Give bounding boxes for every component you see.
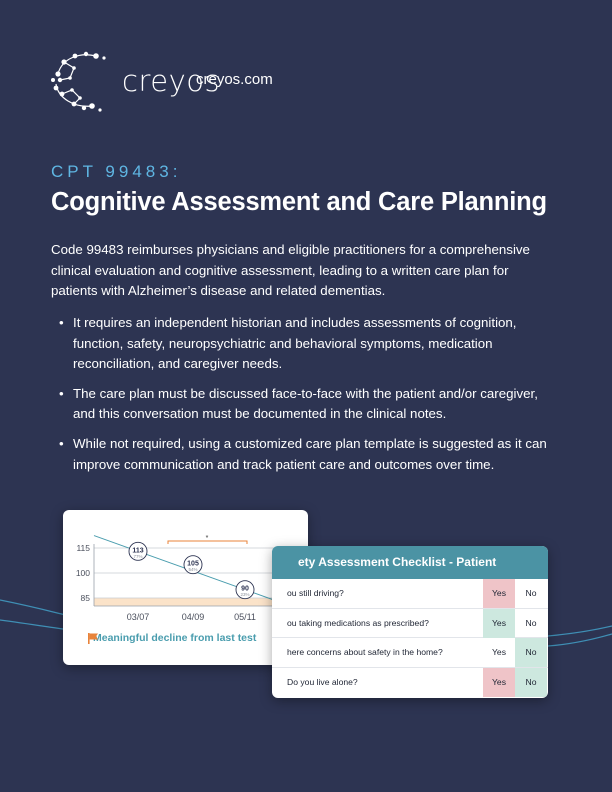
y-tick-label: 115 (76, 543, 90, 553)
data-point (235, 580, 255, 600)
brand-name: creyos (122, 64, 221, 98)
data-label: 113 (132, 547, 143, 554)
data-point (183, 555, 203, 575)
percentile-label: 77% (133, 554, 142, 559)
data-point (128, 541, 148, 561)
question-text: ou taking medications as prescribed? (287, 617, 429, 628)
flag-icon (88, 633, 98, 644)
safety-checklist-card: ety Assessment Checklist - Patient ou st… (272, 546, 548, 698)
x-tick-label: 04/09 (182, 612, 205, 622)
question-text: Do you live alone? (287, 676, 358, 687)
yes-option[interactable]: Yes (491, 647, 507, 657)
creyos-logo-mark (51, 51, 106, 112)
requirements-list: It requires an independent historian and… (59, 313, 559, 484)
percentile-label: 54% (188, 567, 197, 572)
checklist-row: ou taking medications as prescribed? Yes… (272, 608, 548, 638)
decline-text: Meaningful decline from last test (93, 632, 257, 644)
yes-option[interactable]: Yes (483, 608, 515, 638)
significance-marker: * (206, 535, 209, 542)
list-item: It requires an independent historian and… (59, 313, 559, 375)
yes-option[interactable]: Yes (483, 667, 515, 697)
site-url[interactable]: creyos.com (196, 71, 273, 88)
percentile-label: 23% (240, 592, 249, 597)
checklist-row: ou still driving? Yes No (272, 579, 548, 609)
question-text: ou still driving? (287, 588, 344, 598)
no-option[interactable]: No (525, 617, 537, 628)
list-item: The care plan must be discussed face-to-… (59, 384, 559, 425)
data-label: 105 (187, 561, 199, 568)
checklist-title: ety Assessment Checklist - Patient (272, 546, 548, 579)
x-tick-label: 03/07 (127, 612, 150, 622)
page-title: Cognitive Assessment and Care Planning (51, 188, 547, 216)
no-option[interactable]: No (515, 638, 547, 667)
no-option[interactable]: No (525, 588, 537, 598)
impairment-zone (94, 598, 285, 606)
checklist-row: Do you live alone? Yes No (272, 667, 548, 698)
x-tick-label: 05/11 (234, 612, 256, 622)
data-label: 90 (241, 586, 249, 593)
list-item: While not required, using a customized c… (59, 434, 559, 475)
y-tick-label: 100 (76, 568, 90, 578)
intro-paragraph: Code 99483 reimburses physicians and eli… (51, 242, 530, 299)
y-tick-label: 85 (81, 593, 91, 603)
question-text: here concerns about safety in the home? (287, 647, 443, 657)
yes-option[interactable]: Yes (483, 579, 515, 608)
cpt-code: CPT 99483: (51, 162, 182, 181)
significance-bracket (167, 540, 248, 544)
no-option[interactable]: No (515, 667, 547, 697)
creyos-logo: creyos (50, 50, 220, 112)
checklist-row: here concerns about safety in the home? … (272, 638, 548, 668)
decline-indicator: Meaningful decline from last test (87, 632, 256, 644)
